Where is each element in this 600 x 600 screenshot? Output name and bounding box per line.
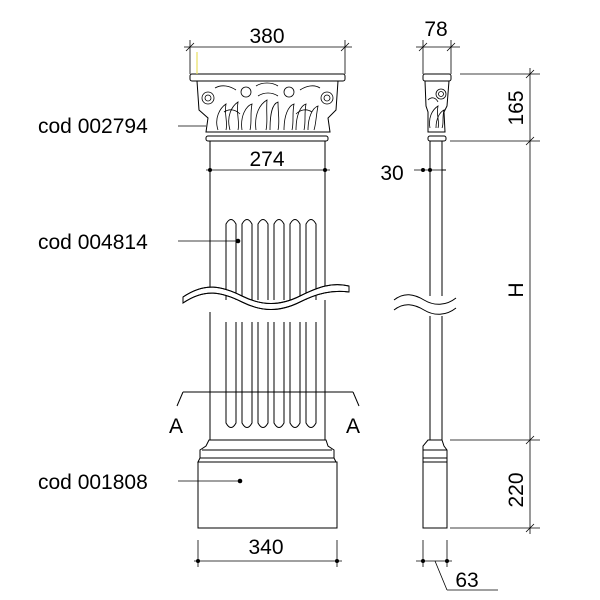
dim-shaft-offset	[414, 168, 446, 172]
capital-front	[189, 73, 346, 142]
shaft-code: cod 004814	[38, 231, 148, 254]
side-abacus	[422, 73, 452, 82]
dim-capital-width	[184, 40, 352, 74]
dim-label-340: 340	[248, 536, 283, 559]
right-volute-inner	[323, 94, 331, 102]
left-volute	[201, 91, 215, 105]
dim-base-width	[194, 540, 342, 567]
dim-label-380: 380	[249, 25, 284, 48]
side-base-torus	[422, 439, 448, 463]
right-volute	[320, 91, 334, 105]
dim-label-165: 165	[505, 90, 528, 125]
front-break	[182, 284, 350, 310]
inner-volute-right	[283, 86, 295, 98]
section-mark-right: A	[346, 415, 360, 438]
dim-label-220: 220	[505, 472, 528, 507]
base-torus	[197, 439, 337, 463]
dim-label-H: H	[505, 282, 528, 297]
capital-astragal	[205, 135, 329, 142]
shaft-code-dot	[235, 238, 241, 244]
base-front	[197, 439, 338, 529]
base-plinth	[197, 461, 338, 529]
inner-volute-left	[240, 86, 252, 98]
dim-label-30: 30	[380, 162, 403, 185]
side-view	[393, 73, 457, 529]
dim-label-63: 63	[455, 569, 478, 592]
capital-abacus	[189, 73, 346, 82]
left-volute-inner	[204, 94, 212, 102]
side-plinth	[422, 461, 448, 529]
section-line	[176, 391, 360, 407]
base-code: cod 001808	[38, 471, 148, 494]
dim-label-78: 78	[424, 18, 447, 41]
acanthus-leaves	[214, 82, 321, 131]
dim-label-274: 274	[249, 148, 284, 171]
shaft-flutes	[225, 219, 317, 428]
dim-shaft-width	[206, 150, 330, 176]
dim-capital-depth	[416, 40, 460, 74]
side-astragal	[427, 135, 447, 142]
capital-body	[196, 80, 339, 133]
dim-base-depth	[416, 540, 498, 591]
dim-vertical-chain	[450, 68, 540, 534]
capital-code: cod 002794	[38, 115, 148, 138]
shaft-front	[182, 140, 350, 440]
section-mark-left: A	[169, 415, 183, 438]
